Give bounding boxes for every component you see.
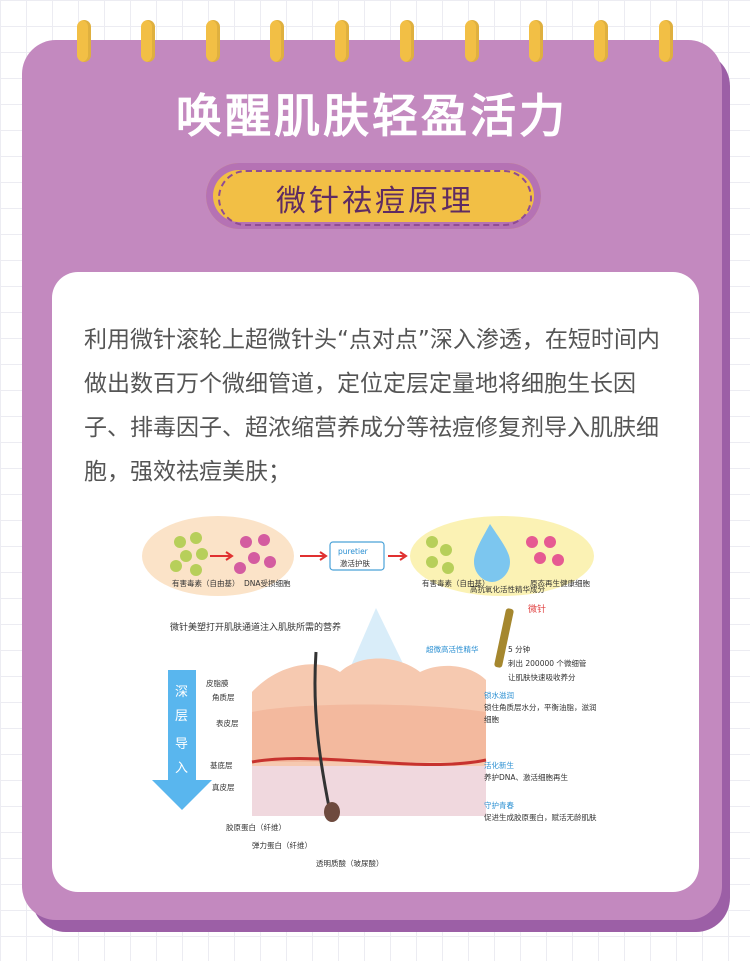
bottom-label: 透明质酸（玻尿酸） bbox=[316, 858, 384, 868]
needle-line: 刺出 200000 个微细管 bbox=[508, 658, 587, 668]
benefit-title: 守护青春 bbox=[484, 800, 514, 810]
dermis bbox=[252, 766, 486, 816]
layer-label: 表皮层 bbox=[216, 718, 239, 728]
arrow-icon bbox=[210, 551, 234, 561]
benefit-text: 促进生成胶原蛋白，赋活无龄肌肤 bbox=[484, 812, 597, 822]
toxin-icons bbox=[170, 532, 208, 576]
microneedle-diagram: 有害毒素（自由基） DNA受损细胞 puretier 激活护肤 有害毒素（自由基… bbox=[142, 516, 597, 868]
needle-label: 微针 bbox=[528, 603, 546, 615]
bottom-label: 胶原蛋白（纤维） bbox=[226, 822, 286, 832]
section-badge-label: 微针祛痘原理 bbox=[218, 170, 532, 226]
bottom-label: 弹力蛋白（纤维） bbox=[252, 840, 312, 850]
benefit-text: 养护DNA、激活细胞再生 bbox=[484, 772, 569, 782]
healthy-cells-icons bbox=[526, 536, 564, 566]
ring bbox=[465, 20, 479, 62]
arrow-icon bbox=[388, 551, 408, 561]
layer-label: 皮脂膜 bbox=[206, 678, 229, 688]
healthy-caption: 原态再生健康细胞 bbox=[530, 578, 590, 588]
dna-caption: DNA受损细胞 bbox=[244, 578, 291, 588]
needle-line: 5 分钟 bbox=[508, 644, 531, 654]
toxin-caption-right: 有害毒素（自由基） bbox=[422, 578, 490, 588]
needle-line: 让肌肤快速吸收养分 bbox=[508, 672, 576, 682]
benefit-title: 活化新生 bbox=[484, 760, 514, 770]
drop-caption: 高抗氧化活性精华成分 bbox=[470, 584, 545, 594]
ring bbox=[659, 20, 673, 62]
ring bbox=[206, 20, 220, 62]
toxin-caption: 有害毒素（自由基） bbox=[172, 578, 240, 588]
ring bbox=[141, 20, 155, 62]
deep-arrow-icon bbox=[152, 670, 212, 810]
channel-caption: 微针美塑打开肌肤通道注入肌肤所需的营养 bbox=[170, 621, 341, 633]
arrow-char: 深 bbox=[175, 685, 188, 700]
active-caption: 超微高活性精华 bbox=[426, 644, 479, 654]
ring bbox=[529, 20, 543, 62]
hair-icon bbox=[313, 651, 332, 813]
ring bbox=[270, 20, 284, 62]
layer-label: 基底层 bbox=[210, 760, 233, 770]
arrow-char: 入 bbox=[175, 761, 188, 776]
droplet-icon bbox=[474, 524, 510, 582]
benefit-text: 细胞 bbox=[484, 714, 499, 724]
epidermis bbox=[252, 704, 486, 762]
basal-line bbox=[251, 757, 487, 767]
product-brand: puretier bbox=[338, 547, 369, 556]
arrow-icon bbox=[300, 551, 328, 561]
benefit-text: 锁住角质层水分，平衡油脂，滋润 bbox=[484, 702, 597, 712]
product-caption: 激活护肤 bbox=[340, 558, 370, 568]
page-title: 唤醒肌肤轻盈活力 bbox=[176, 89, 568, 143]
section-badge bbox=[206, 163, 541, 229]
ring bbox=[77, 20, 91, 62]
ring bbox=[335, 20, 349, 62]
ring bbox=[594, 20, 608, 62]
product-card bbox=[329, 541, 385, 571]
arrow-char: 层 bbox=[175, 709, 188, 724]
needle-roller-icon bbox=[494, 608, 514, 668]
description-text: 利用微针滚轮上超微针头“点对点”深入渗透，在短时间内做出数百万个微细管道，定位定… bbox=[84, 327, 660, 485]
layer-label: 真皮层 bbox=[212, 782, 235, 792]
benefit-title: 锁水滋润 bbox=[484, 690, 514, 700]
arrow-char: 导 bbox=[175, 737, 188, 752]
layer-label: 角质层 bbox=[212, 692, 235, 702]
ring bbox=[400, 20, 414, 62]
follicle-icon bbox=[324, 802, 340, 822]
toxin-icons bbox=[426, 536, 454, 574]
dna-cells-icons bbox=[234, 534, 276, 574]
